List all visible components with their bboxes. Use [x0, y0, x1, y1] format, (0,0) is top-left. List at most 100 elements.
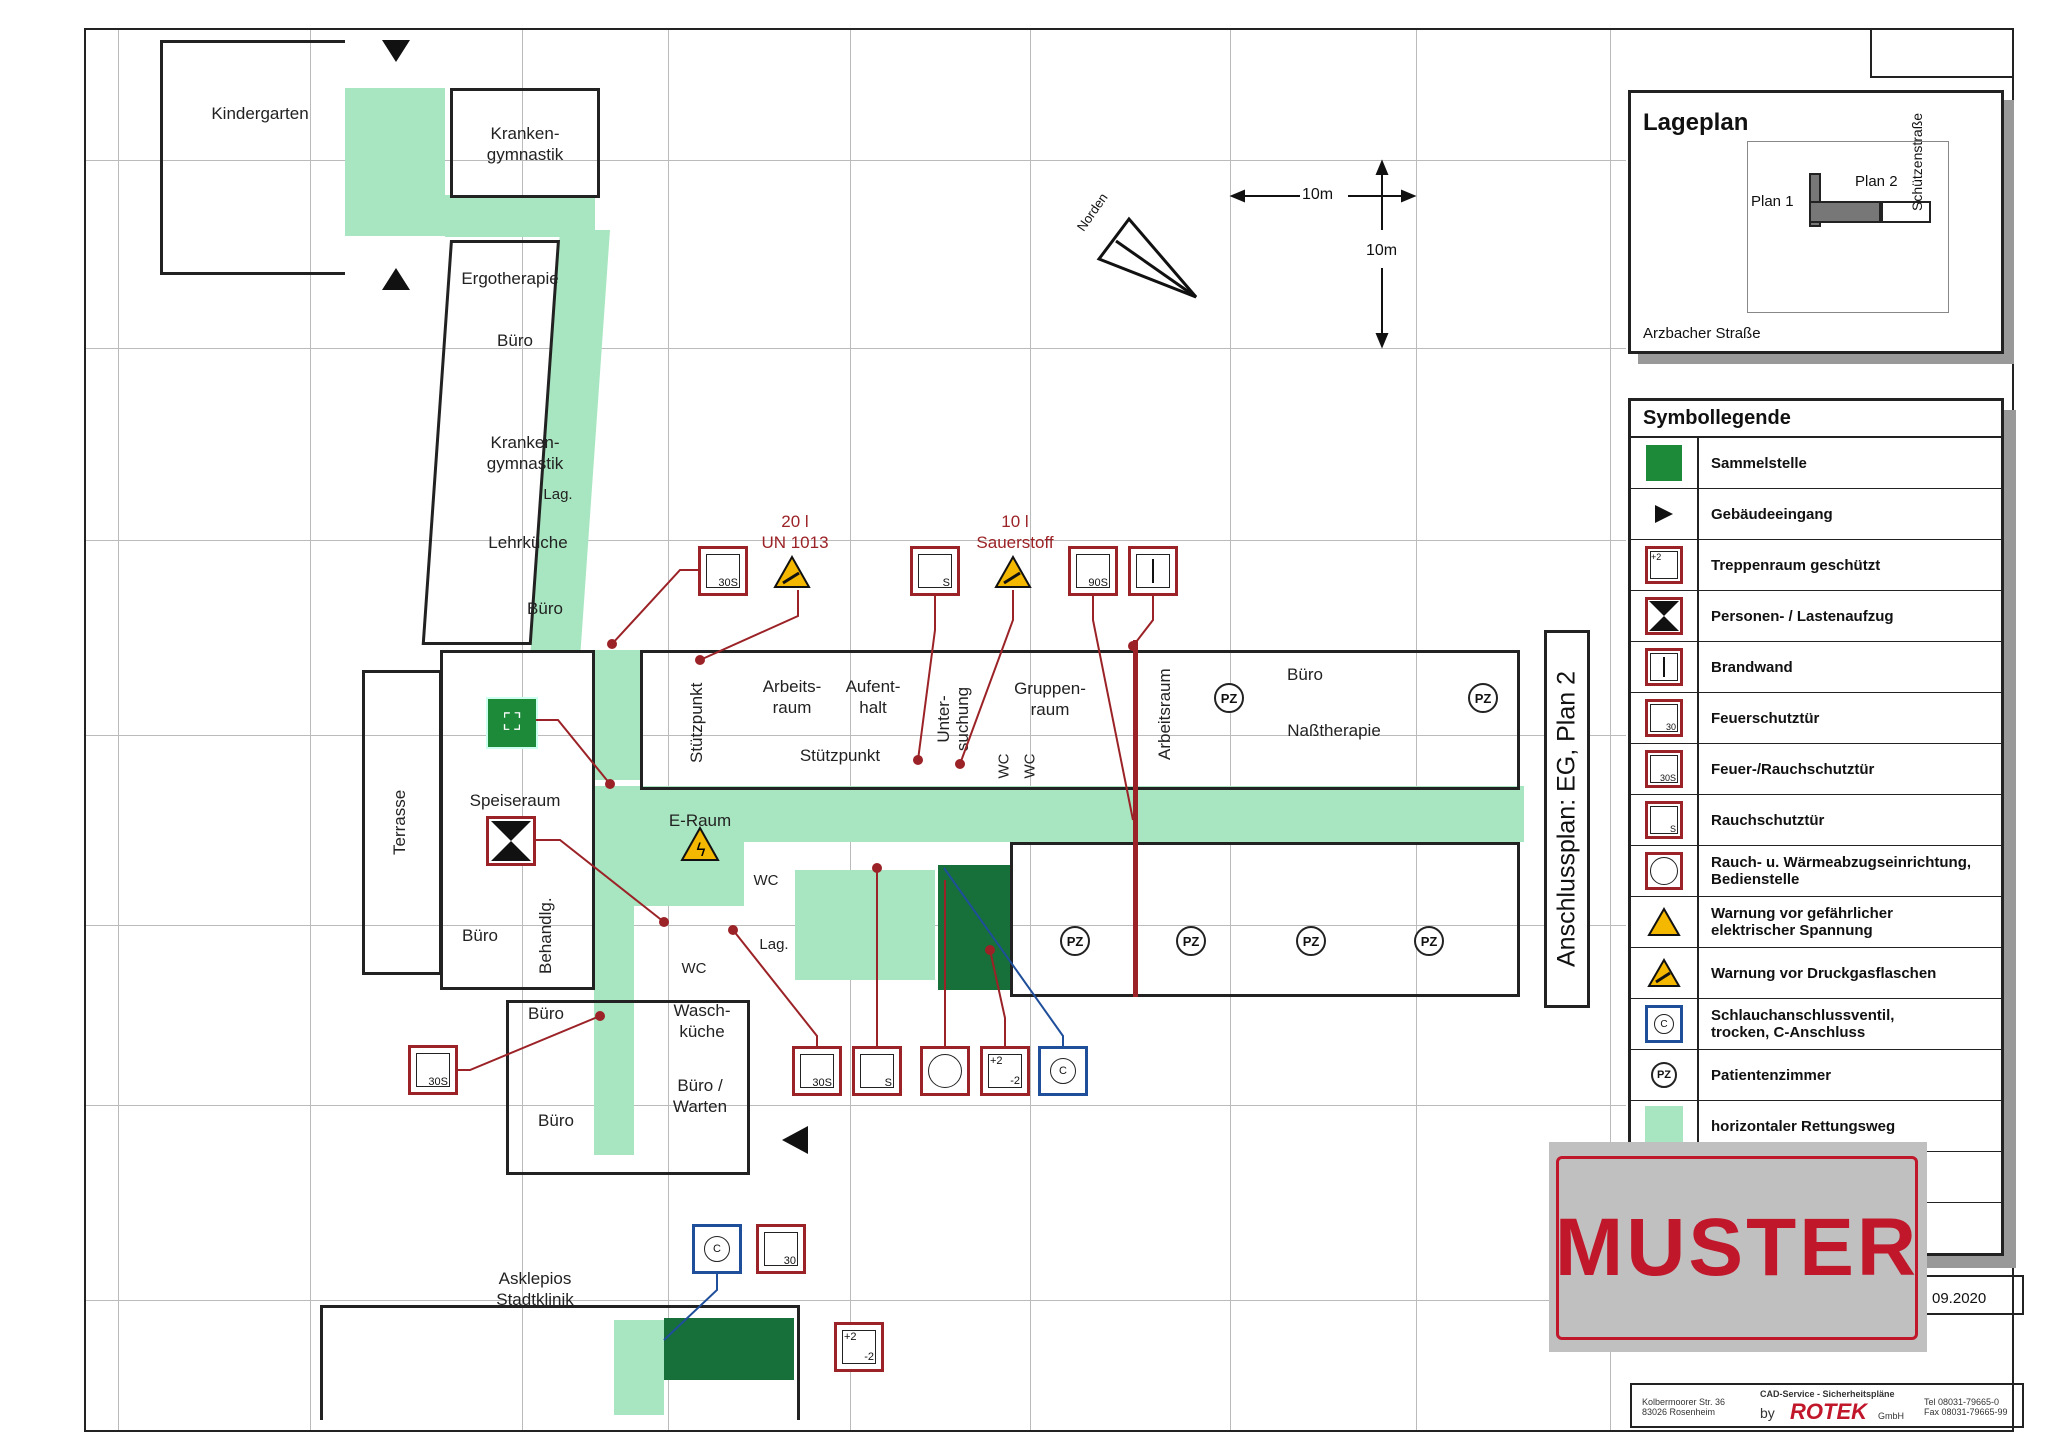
protected-stairwell-icon: +2 [1645, 546, 1683, 584]
footer-company-block: Kolbermoorer Str. 36 83026 Rosenheim CAD… [1630, 1383, 2024, 1428]
room-behandlung: Behandlg. [536, 897, 555, 974]
legend-row: S Rauchschutztür [1631, 795, 2001, 846]
room-buero: Büro [462, 926, 498, 945]
room-stuetzpunkt: Stützpunkt [799, 746, 881, 765]
smoke-door-icon: S [1645, 801, 1683, 839]
fire-smoke-door-icon: 30S [792, 1046, 842, 1096]
site-plan-title: Lageplan [1643, 109, 1749, 136]
escape-route-link [614, 1320, 664, 1415]
footer-address-1: Kolbermoorer Str. 36 [1642, 1397, 1726, 1407]
legend-row: PZ Patientenzimmer [1631, 1050, 2001, 1101]
legend-title: Symbollegende [1631, 401, 2001, 438]
legend-row: Personen- / Lastenaufzug [1631, 591, 2001, 642]
escape-route-hall [795, 870, 935, 980]
title-block-top [1870, 28, 2014, 78]
scale-vertical-label: 10m [1366, 242, 1398, 259]
entrance-arrow-icon [382, 268, 410, 290]
room-krankengymnastik-2: Kranken- gymnastik [486, 433, 564, 473]
room-wc: WC [753, 872, 779, 889]
smoke-door-icon: S [852, 1046, 902, 1096]
street-schuetzen: Schützenstraße [1909, 112, 1925, 211]
sample-watermark-text: MUSTER [1555, 1156, 1918, 1340]
footer-service: CAD-Service - Sicherheitspläne [1760, 1389, 1895, 1399]
site-plan-plan2-label: Plan 2 [1855, 173, 1898, 190]
patient-room-icon: PZ [1176, 926, 1206, 956]
gas-cylinder-warning-icon [1647, 958, 1681, 987]
room-e-raum: E-Raum [668, 811, 732, 830]
protected-stairwell-icon: +2-2 [834, 1322, 884, 1372]
grid-line [1030, 30, 1031, 1430]
legend-row: Warnung vor Druckgasflaschen [1631, 948, 2001, 999]
escape-route-north [345, 88, 445, 236]
escape-route-main-corridor [594, 786, 1524, 842]
gas-cylinder-warning-icon [994, 555, 1032, 588]
speiseraum-walls [440, 650, 595, 990]
room-ergotherapie: Ergotherapie [461, 269, 559, 288]
elevator-icon [1645, 597, 1683, 635]
room-wc: WC [681, 960, 707, 977]
kindergarten-walls [160, 40, 345, 275]
site-plan-inset: Lageplan Plan 1 Plan 2 Arzbacher Straße … [1628, 90, 2004, 354]
sample-watermark: MUSTER [1549, 1142, 1927, 1352]
room-lager: Lag. [543, 486, 573, 503]
firewall-icon [1128, 546, 1178, 596]
smoke-heat-exhaust-icon [1645, 852, 1683, 890]
north-rooms-walls [640, 650, 1520, 790]
room-arbeitsraum-2: Arbeitsraum [1155, 668, 1174, 760]
legend-label: Feuer-/Rauchschutztür [1711, 760, 1875, 778]
room-terrasse: Terrasse [390, 789, 409, 855]
krankengymnastik-walls [450, 88, 600, 198]
assembly-point-icon: ⛶ [486, 697, 538, 749]
grid-line [86, 735, 1626, 736]
fire-door-icon: 30 [756, 1224, 806, 1274]
plan-title: Anschlussplan: EG, Plan 2 [1544, 630, 1590, 1008]
asklepios-walls [320, 1305, 800, 1420]
room-gruppenraum: Gruppen- raum [1014, 679, 1086, 719]
assembly-point-icon [1646, 445, 1682, 481]
legend-row: Sammelstelle [1631, 438, 2001, 489]
drawing-frame [84, 28, 2014, 1432]
legend-label: Warnung vor Druckgasflaschen [1711, 964, 1937, 982]
legend-label: Schlauchanschlussventil, trocken, C-Ansc… [1711, 1007, 1895, 1041]
footer-fax: Fax 08031-79665-99 [1924, 1407, 2008, 1417]
footer-address-2: 83026 Rosenheim [1642, 1407, 1716, 1417]
grid-line [668, 30, 669, 1430]
firewall-line [1133, 640, 1138, 997]
room-krankengymnastik: Kranken- gymnastik [486, 124, 564, 164]
hose-valve-icon: C [692, 1224, 742, 1274]
legend-label: Feuerschutztür [1711, 709, 1820, 727]
escape-route-e-raum [594, 786, 744, 906]
room-wc: WC [1021, 753, 1039, 779]
legend-row: Warnung vor gefährlicher elektrischer Sp… [1631, 897, 2001, 948]
footer-tel: Tel 08031-79665-0 [1924, 1397, 2000, 1407]
site-plan-plan2-outline [1879, 201, 1931, 223]
grid-line [86, 1105, 1626, 1106]
south-pz-walls [1010, 842, 1520, 997]
legend-label: Rauchschutztür [1711, 811, 1825, 829]
smoke-heat-exhaust-icon [920, 1046, 970, 1096]
grid-line [86, 540, 1626, 541]
site-plan-plan2-block [1809, 201, 1883, 223]
room-nasstherapie: Naßtherapie [1287, 721, 1381, 740]
room-wc: WC [995, 753, 1013, 779]
fire-smoke-door-icon: 90S [1068, 546, 1118, 596]
room-buero: Büro [497, 331, 533, 350]
legend-label: horizontaler Rettungsweg [1711, 1117, 1896, 1135]
grid-line [310, 30, 311, 1430]
smoke-door-icon: S [910, 546, 960, 596]
entrance-arrow-icon [382, 40, 410, 62]
protected-stairwell-icon: +2-2 [980, 1046, 1030, 1096]
footer-gmbh: GmbH [1878, 1411, 1905, 1421]
electric-warning-icon: ϟ [680, 826, 720, 861]
room-stuetzpunkt: Stützpunkt [687, 682, 706, 763]
svg-text:ϟ: ϟ [695, 840, 707, 861]
legend-row: 30 Feuerschutztür [1631, 693, 2001, 744]
legend-label: Personen- / Lastenaufzug [1711, 607, 1894, 625]
patient-room-icon: PZ [1414, 926, 1444, 956]
legend-label: Rauch- u. Wärmeabzugseinrichtung, Bedien… [1711, 854, 1972, 888]
fire-smoke-door-icon: 30S [698, 546, 748, 596]
fire-door-icon: 30 [1645, 699, 1683, 737]
legend-label: Treppenraum geschützt [1711, 556, 1881, 574]
room-lehrkueche: Lehrküche [488, 533, 568, 552]
legend-row: +2 Treppenraum geschützt [1631, 540, 2001, 591]
